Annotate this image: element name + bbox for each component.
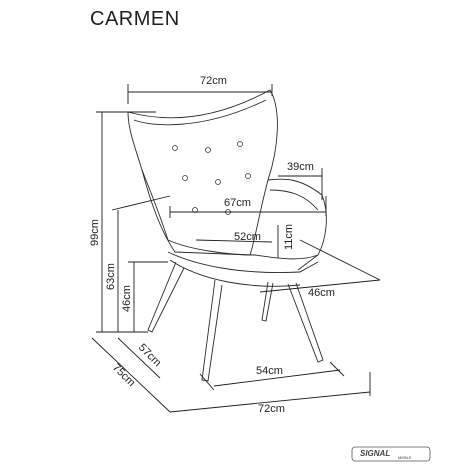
svg-text:MEBLE: MEBLE [398, 455, 412, 460]
armrest-height-label: 11cm [283, 224, 295, 250]
product-title: CARMEN [90, 8, 180, 30]
armrest-depth-label: 39cm [287, 161, 314, 173]
total-depth-label: 75cm [110, 362, 138, 390]
dimension-lines [91, 84, 381, 413]
chair-outline [127, 89, 327, 382]
leg-depth-label: 57cm [136, 342, 164, 370]
leg-width-label: 54cm [256, 365, 283, 377]
top-width-label: 72cm [200, 75, 227, 87]
arm-height-label: 63cm [105, 263, 117, 290]
seat-depth-label: 52cm [234, 231, 261, 243]
svg-text:SIGNAL: SIGNAL [360, 449, 390, 458]
seat-height-label: 46cm [121, 285, 133, 312]
arm-width-label: 67cm [224, 197, 251, 209]
total-height-label: 99cm [89, 219, 101, 246]
signal-logo: SIGNAL MEBLE [351, 446, 431, 462]
total-width-label: 72cm [258, 403, 285, 415]
seat-width-label: 46cm [308, 287, 335, 299]
